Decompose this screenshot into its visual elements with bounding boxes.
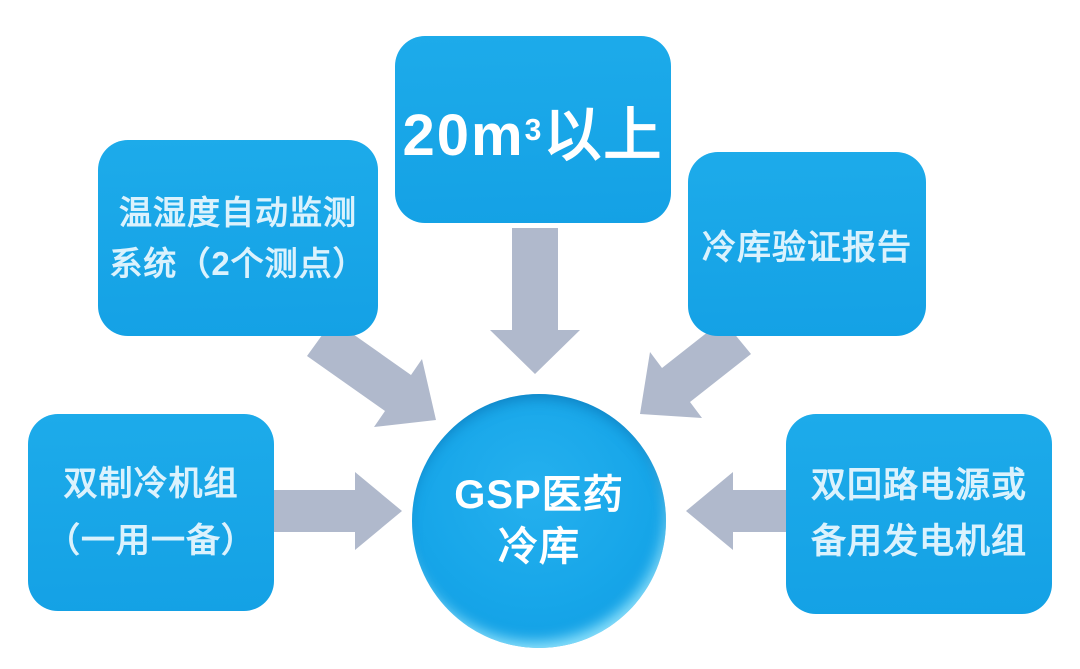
capacity-superscript: 3 xyxy=(524,113,544,147)
node-validation-line1: 冷库验证报告 xyxy=(702,228,912,267)
arrow-down-icon xyxy=(490,228,580,374)
node-capacity-label: 20m3以上 xyxy=(403,88,664,172)
node-refrigeration-line1: 双制冷机组 xyxy=(63,465,239,504)
node-capacity: 20m3以上 xyxy=(395,36,671,223)
node-refrigeration: 双制冷机组 （一用一备） xyxy=(28,414,274,611)
arrow-right-icon xyxy=(273,472,402,550)
node-monitoring-line1: 温湿度自动监测 xyxy=(119,193,357,231)
node-power-line2: 备用发电机组 xyxy=(810,522,1027,561)
node-monitoring-line2: 系统（2个测点） xyxy=(109,245,367,282)
center-node-line1: GSP医药 xyxy=(454,473,624,517)
capacity-value: 20m xyxy=(402,102,525,168)
node-power: 双回路电源或 备用发电机组 xyxy=(786,414,1052,614)
center-node: GSP医药 冷库 xyxy=(412,394,666,648)
capacity-suffix: 以上 xyxy=(543,102,664,168)
arrow-diagonal-down-left-icon xyxy=(640,320,751,418)
node-monitoring: 温湿度自动监测 系统（2个测点） xyxy=(98,140,378,336)
arrow-diagonal-down-right-icon xyxy=(307,320,436,427)
arrow-left-icon xyxy=(686,472,790,550)
node-validation: 冷库验证报告 xyxy=(688,152,926,336)
center-node-line2: 冷库 xyxy=(498,525,580,569)
node-refrigeration-line2: （一用一备） xyxy=(46,521,256,560)
node-power-line1: 双回路电源或 xyxy=(810,466,1027,505)
